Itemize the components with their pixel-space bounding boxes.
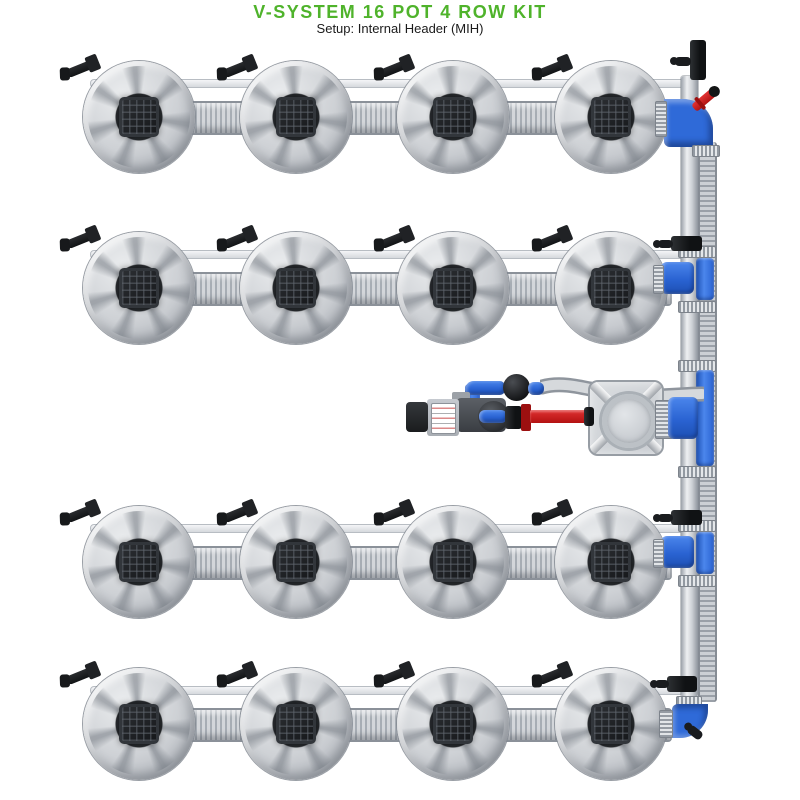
tee-fitting <box>671 236 702 251</box>
top-tee-fitting <box>690 40 706 80</box>
pot <box>65 503 195 618</box>
pot <box>222 503 352 618</box>
dripper-fitting-icon <box>65 665 97 686</box>
tank-inlet-flange <box>584 407 594 426</box>
black-union-fitting <box>505 406 522 429</box>
pot <box>379 58 509 173</box>
pipe-coupler <box>678 301 716 313</box>
pump-motor-label <box>431 403 456 434</box>
pot <box>537 503 667 618</box>
barb-fitting-icon <box>653 514 673 522</box>
pot <box>65 58 195 173</box>
barb-fitting-icon <box>650 680 669 688</box>
clamp-flange <box>653 539 664 568</box>
blue-coupling <box>696 532 714 574</box>
pot <box>379 665 509 780</box>
blue-pot-connector <box>661 262 694 294</box>
pot <box>65 229 195 344</box>
barb-fitting-icon <box>653 240 673 248</box>
dripper-fitting-icon <box>537 665 569 686</box>
pipe-coupler <box>678 575 716 587</box>
clamp-flange <box>655 101 667 137</box>
pot <box>222 229 352 344</box>
red-supply-pipe <box>530 410 593 423</box>
kit-subtitle: Setup: Internal Header (MIH) <box>316 21 484 36</box>
dripper-fitting-icon <box>379 665 411 686</box>
pot <box>379 229 509 344</box>
clamp-flange <box>659 710 673 738</box>
pot <box>222 665 352 780</box>
pump-bracket <box>452 392 470 401</box>
blue-union <box>528 382 544 395</box>
blue-coupling <box>696 258 714 300</box>
clamp-flange <box>653 265 664 294</box>
pot <box>537 229 667 344</box>
pipe-coupler <box>678 466 716 478</box>
ball-valve <box>503 374 530 401</box>
pipe-coupler <box>692 145 720 157</box>
dripper-fitting-icon <box>222 665 254 686</box>
red-inline-valve <box>521 404 531 431</box>
pot <box>222 58 352 173</box>
pot <box>379 503 509 618</box>
barb-fitting-icon <box>670 57 691 66</box>
kit-title: V-SYSTEM 16 POT 4 ROW KIT <box>253 2 547 22</box>
tank-lid <box>602 394 656 448</box>
pot <box>65 665 195 780</box>
pump-outlet-pipe <box>465 381 505 395</box>
tee-fitting <box>671 510 702 525</box>
blue-pot-connector <box>661 536 694 568</box>
tee-fitting <box>667 676 697 692</box>
pot <box>537 665 667 780</box>
pot <box>537 58 667 173</box>
pump-cap <box>406 402 428 432</box>
blue-tank-connector <box>668 397 698 439</box>
pump-inline-coupling <box>479 410 507 423</box>
